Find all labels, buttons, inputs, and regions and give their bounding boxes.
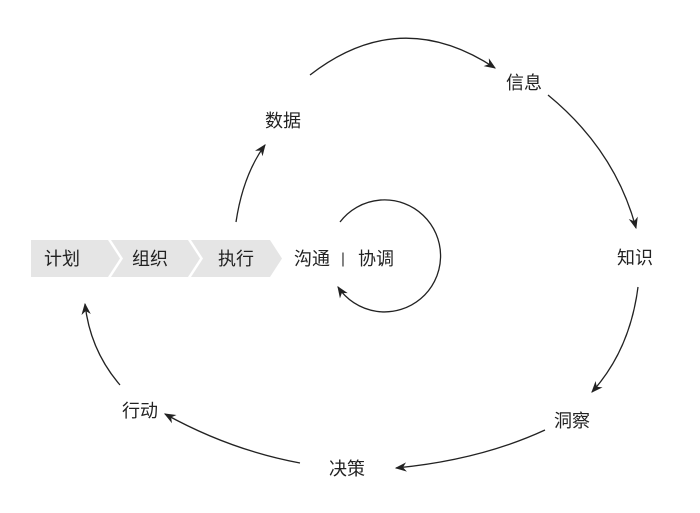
cycle-information: 信息: [506, 73, 542, 94]
center-separator: |: [340, 251, 346, 267]
process-chevrons: [31, 240, 282, 277]
cycle-action: 行动: [122, 401, 158, 422]
cycle-insight: 洞察: [554, 411, 590, 432]
arrow-action-to-plan: [81, 302, 121, 386]
chevron-organize: [111, 240, 200, 277]
arrow-knowledge-to-insight: [591, 286, 639, 393]
arrow-decision-to-action: [163, 413, 301, 464]
center-communicate: 沟通: [294, 249, 330, 270]
arrow-info-to-knowledge: [547, 94, 638, 230]
stage-plan: 计划: [44, 249, 80, 270]
arrow-insight-to-decision: [394, 429, 546, 472]
arrow-data-to-info: [309, 37, 496, 76]
loop-arrow-communication: [337, 199, 442, 313]
cycle-decision: 决策: [329, 459, 365, 480]
chevron-plan: [31, 240, 120, 277]
cycle-data: 数据: [265, 111, 301, 132]
chevron-execute: [191, 240, 282, 277]
center-coordinate: 协调: [358, 249, 394, 270]
cycle-knowledge: 知识: [617, 248, 653, 269]
stage-organize: 组织: [132, 249, 168, 270]
stage-execute: 执行: [218, 249, 254, 270]
arrow-execute-to-data: [235, 144, 266, 223]
